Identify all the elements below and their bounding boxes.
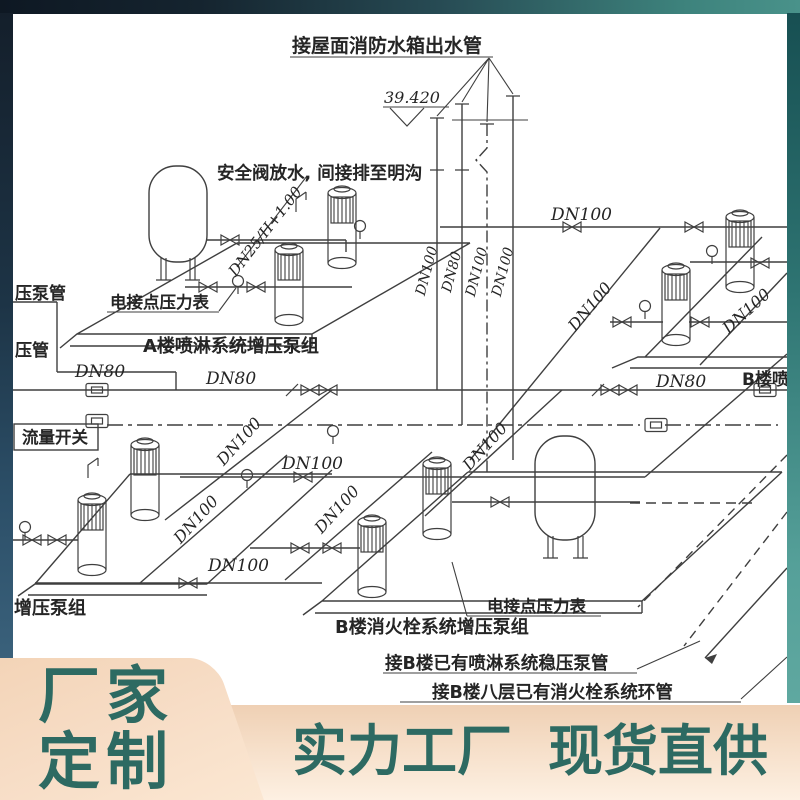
risers [389, 57, 528, 477]
label-group-b-right-partial: B楼喷 [742, 369, 789, 390]
label-gauge-top: 电接点压力表 [110, 292, 210, 312]
pump-a2 [327, 185, 357, 270]
label-diag-dn100-3: DN100 [169, 492, 222, 548]
label-diag-dn100-6: DN100 [718, 285, 774, 338]
pipe-diagonals [139, 175, 788, 584]
label-dn25: DN25/H+1.00 [224, 183, 306, 281]
drain-hook-symbols [87, 191, 307, 478]
label-dn100-h1: DN100 [550, 205, 612, 225]
diagram-card [13, 13, 787, 706]
label-dn80-h1: DN80 [74, 362, 125, 382]
label-diag-dn100-5: DN100 [458, 419, 511, 475]
banner-slogan: 实力工厂现货直供 [292, 720, 768, 782]
label-safety-drain: 安全阀放水, 间接排至明沟 [217, 163, 422, 184]
label-roof-outlet: 接屋面消防水箱出水管 [292, 34, 482, 57]
label-flow-switch: 流量开关 [22, 427, 89, 447]
frame-top-strip [0, 0, 800, 14]
label-dn80-h2: DN80 [205, 369, 256, 389]
label-dn100-h2: DN100 [281, 454, 343, 474]
platform-group-a [59, 242, 471, 349]
leader-lines [107, 56, 788, 703]
label-elevation: 39.420 [384, 88, 440, 107]
label-group-a: A楼喷淋系统增压泵组 [143, 335, 319, 357]
label-note-hydrant: 接B楼八层已有消火栓系统环管 [432, 682, 673, 703]
existing-pipes-dashed [637, 454, 788, 664]
label-dn100-h3: DN100 [207, 556, 269, 576]
factory-custom-line1: 厂家 [38, 659, 175, 732]
valves [22, 221, 770, 589]
label-group-b-bottom: B楼消火栓系统增压泵组 [335, 616, 529, 638]
pump-left-2 [130, 437, 160, 522]
label-left-pipe-top: 压泵管 [15, 283, 66, 304]
label-diag-dn100-2: DN100 [212, 414, 265, 470]
label-dn80-h3: DN80 [655, 372, 706, 392]
pipe-lines [13, 226, 788, 584]
pump-b-bottom-2 [422, 456, 452, 541]
pressure-tank-a [148, 165, 208, 281]
flow-switch-label-box [13, 423, 99, 451]
slogan-left: 实力工厂 [292, 719, 513, 783]
label-left-pipe-bottom: 压管 [15, 340, 49, 361]
pump-a1 [274, 242, 304, 327]
pressure-tank-b [534, 435, 596, 559]
label-diag-dn100-1: DN100 [563, 278, 615, 335]
frame-right-strip [787, 13, 800, 703]
factory-custom-text: 厂家 定制 [38, 663, 268, 795]
pump-b-top-2 [725, 209, 755, 294]
label-gauge-bottom: 电接点压力表 [487, 596, 587, 616]
platform-group-left [17, 469, 333, 597]
platform-group-b-bottom [302, 471, 783, 616]
slogan-right: 现货直供 [548, 719, 769, 783]
label-riser-dn80: DN80 [439, 250, 465, 295]
label-note-sprinkler: 接B楼已有喷淋系统稳压泵管 [385, 653, 608, 674]
pump-left-1 [77, 492, 107, 577]
label-diag-dn100-4: DN100 [310, 482, 363, 538]
factory-custom-line2: 定制 [38, 725, 175, 798]
pump-b-top-1 [661, 262, 691, 347]
label-group-left: 增压泵组 [14, 597, 86, 619]
frame-left-strip [0, 13, 13, 659]
